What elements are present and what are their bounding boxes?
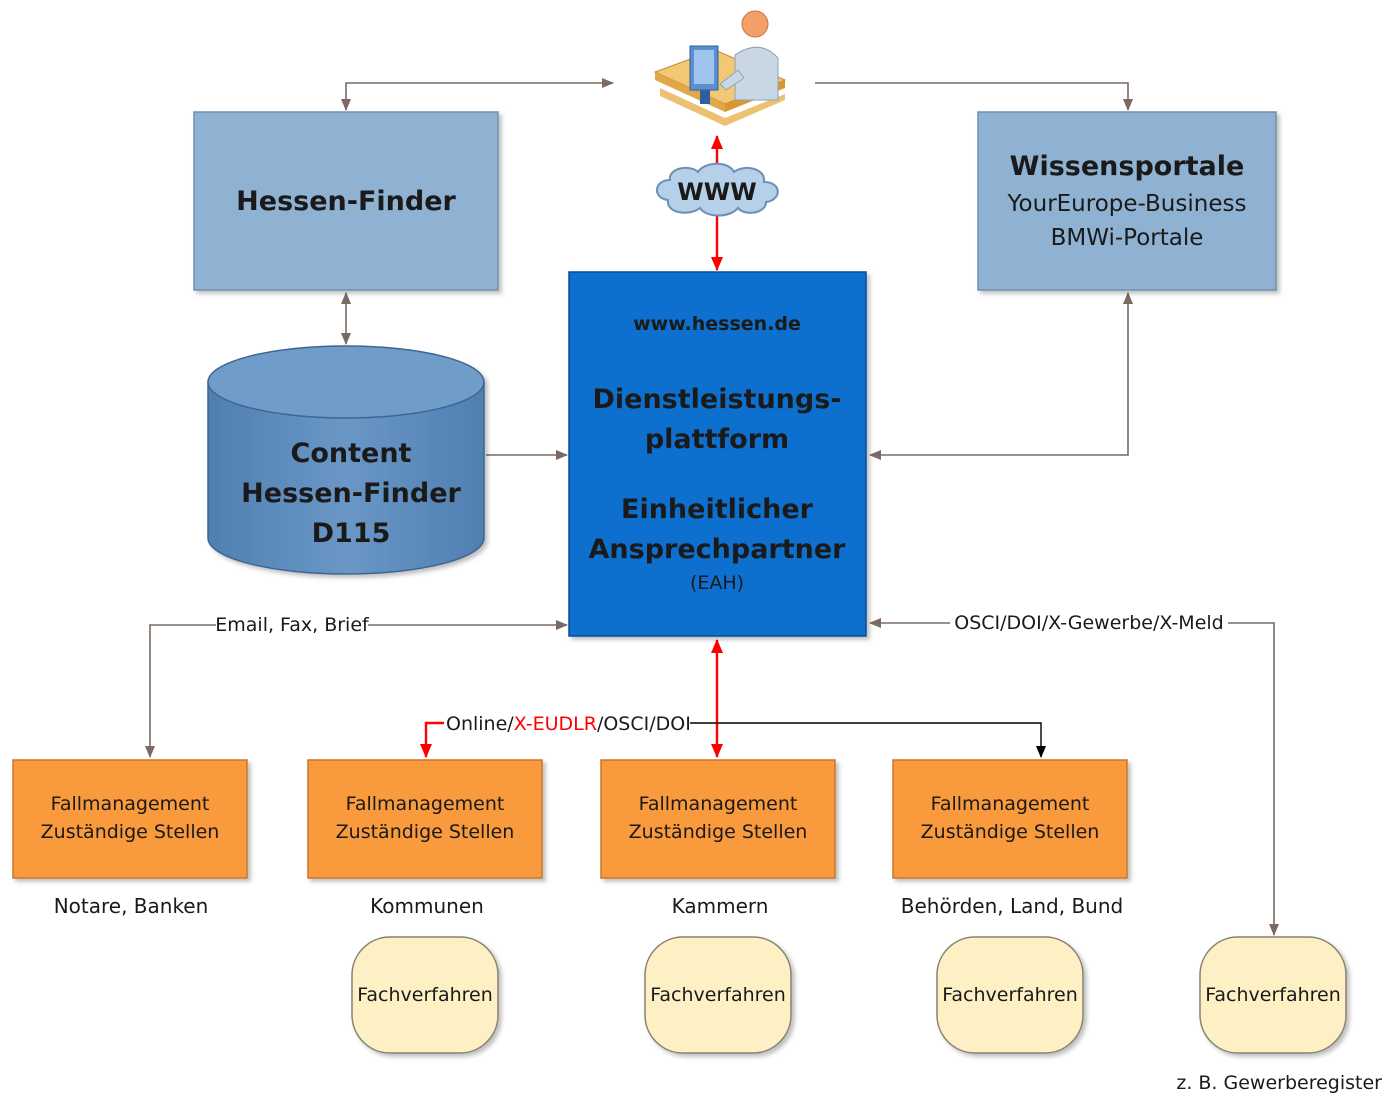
fachverfahren-kommunen: Fachverfahren: [351, 936, 499, 1054]
fallmanagement-kommunen: Fallmanagement Zuständige Stellen: [307, 759, 543, 879]
fachverfahren-label: Fachverfahren: [650, 984, 786, 1006]
platform-line4: Ansprechpartner: [589, 534, 847, 565]
fachverfahren-label: Fachverfahren: [942, 984, 1078, 1006]
connector-user-wissensportale: [815, 82, 1133, 111]
platform-box: www.hessen.de Dienstleistungs- plattform…: [568, 271, 867, 637]
user-at-computer-icon: [653, 10, 787, 126]
footnote: z. B. Gewerberegister: [1176, 1072, 1382, 1094]
platform-line3: Einheitlicher: [621, 494, 814, 525]
connector-wissensportale-platform: [869, 292, 1133, 460]
connector-online-behoerden: [690, 722, 1046, 758]
fallmanagement-line1: Fallmanagement: [931, 793, 1090, 815]
content-line1: Content: [291, 438, 412, 469]
fachverfahren-label: Fachverfahren: [357, 984, 493, 1006]
www-cloud: WWW: [656, 162, 779, 217]
platform-url: www.hessen.de: [633, 313, 801, 335]
fachverfahren-gewerberegister: Fachverfahren: [1199, 936, 1347, 1054]
fachverfahren-behoerden: Fachverfahren: [936, 936, 1084, 1054]
hessen-finder-title: Hessen-Finder: [236, 186, 456, 217]
fallmanagement-line1: Fallmanagement: [51, 793, 210, 815]
edge-label-online: Online/X-EUDLR/OSCI/DOI: [446, 713, 691, 735]
edge-label-online-red: X-EUDLR: [514, 713, 597, 735]
fallmanagement-line2: Zuständige Stellen: [336, 821, 515, 843]
fallmanagement-line1: Fallmanagement: [346, 793, 505, 815]
caption-notare: Notare, Banken: [54, 894, 209, 918]
connector-online-kommunen: [420, 721, 444, 758]
content-database: [207, 345, 485, 575]
edge-label-osci: OSCI/DOI/X-Gewerbe/X-Meld: [954, 612, 1223, 634]
fallmanagement-behoerden: Fallmanagement Zuständige Stellen: [892, 759, 1128, 879]
caption-kommunen: Kommunen: [370, 894, 484, 918]
fallmanagement-line2: Zuständige Stellen: [41, 821, 220, 843]
connector-user-hessen-finder: [341, 78, 614, 111]
fachverfahren-label: Fachverfahren: [1205, 984, 1341, 1006]
wissensportale-title: Wissensportale: [1010, 151, 1245, 182]
caption-kammern: Kammern: [672, 894, 769, 918]
connector-email-notare: [145, 620, 568, 758]
wissensportale-line1: YourEurope-Business: [1007, 191, 1247, 217]
edge-label-email: Email, Fax, Brief: [215, 614, 370, 636]
content-line2: Hessen-Finder: [241, 478, 461, 509]
wissensportale-line2: BMWi-Portale: [1051, 225, 1204, 251]
platform-line1: Dienstleistungs-: [592, 384, 841, 415]
wissensportale-box: Wissensportale YourEurope-Business BMWi-…: [977, 111, 1277, 291]
fallmanagement-kammern: Fallmanagement Zuständige Stellen: [600, 759, 836, 879]
fallmanagement-line1: Fallmanagement: [639, 793, 798, 815]
caption-behoerden: Behörden, Land, Bund: [901, 894, 1123, 918]
platform-abbr: (EAH): [690, 572, 744, 594]
fallmanagement-notare: Fallmanagement Zuständige Stellen: [12, 759, 248, 879]
fallmanagement-line2: Zuständige Stellen: [921, 821, 1100, 843]
fachverfahren-kammern: Fachverfahren: [644, 936, 792, 1054]
platform-line2: plattform: [645, 424, 789, 455]
hessen-finder-box: Hessen-Finder: [193, 111, 499, 291]
www-label: WWW: [677, 178, 756, 206]
content-line3: D115: [312, 518, 391, 549]
edge-label-online-part2: /OSCI/DOI: [597, 713, 691, 735]
fallmanagement-line2: Zuständige Stellen: [629, 821, 808, 843]
edge-label-online-part1: Online/: [446, 713, 514, 735]
